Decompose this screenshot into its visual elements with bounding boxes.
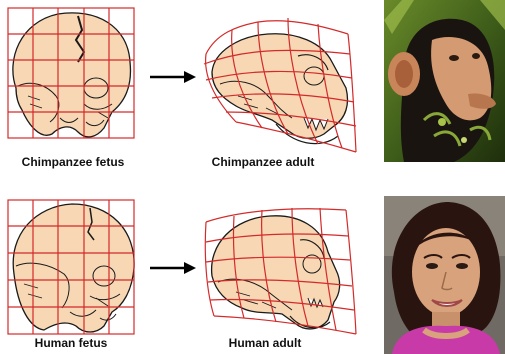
human-adult-skull — [196, 194, 366, 340]
woman-photo — [384, 196, 505, 354]
human-fetus-skull — [0, 194, 140, 344]
caption-chimp-adult: Chimpanzee adult — [198, 155, 328, 169]
chimpanzee-photo — [384, 0, 505, 162]
human-fetus-diagram — [0, 194, 140, 344]
caption-human-fetus: Human fetus — [6, 336, 136, 350]
human-adult-diagram — [196, 194, 366, 340]
arrow-right-icon — [150, 261, 196, 275]
chimp-fetus-diagram — [0, 0, 140, 148]
chimp-adult-skull — [196, 0, 366, 160]
chimp-fetus-skull — [0, 0, 140, 148]
chimpanzee-image — [384, 0, 505, 162]
caption-chimp-fetus: Chimpanzee fetus — [8, 155, 138, 169]
woman-image — [384, 196, 505, 354]
caption-human-adult: Human adult — [200, 336, 330, 350]
arrow-right-icon — [150, 70, 196, 84]
chimp-adult-diagram — [196, 0, 366, 160]
